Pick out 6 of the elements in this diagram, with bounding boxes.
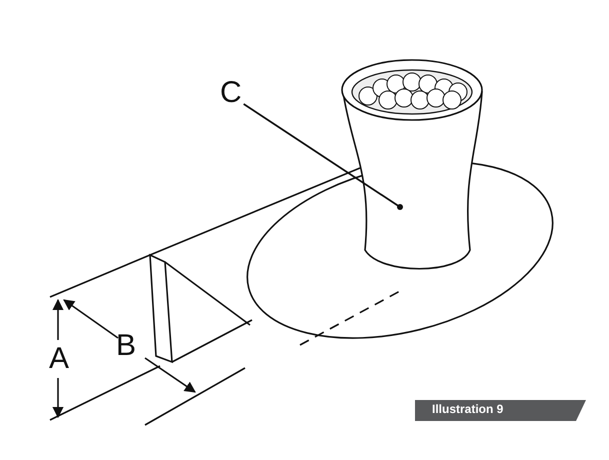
dimension-label: A: [49, 344, 70, 374]
callout-letter: C: [220, 78, 242, 108]
caption: Illustration 9: [432, 402, 504, 416]
cup-drawing: [341, 59, 483, 270]
dimension-label: B: [116, 331, 136, 361]
leader-line: [243, 103, 400, 208]
